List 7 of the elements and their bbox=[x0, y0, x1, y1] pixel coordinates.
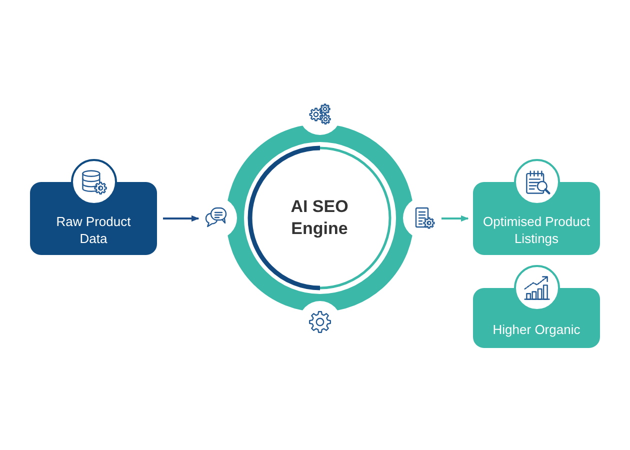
arrow bbox=[442, 215, 469, 222]
card-title: Raw Product Data bbox=[55, 212, 132, 246]
engine-label: AI SEO Engine bbox=[290, 196, 350, 240]
card-title: Higher Organic bbox=[492, 320, 580, 338]
card-title: Optimised Product Listings bbox=[482, 212, 591, 246]
engine-ring bbox=[204, 102, 436, 334]
arrow bbox=[163, 215, 200, 222]
